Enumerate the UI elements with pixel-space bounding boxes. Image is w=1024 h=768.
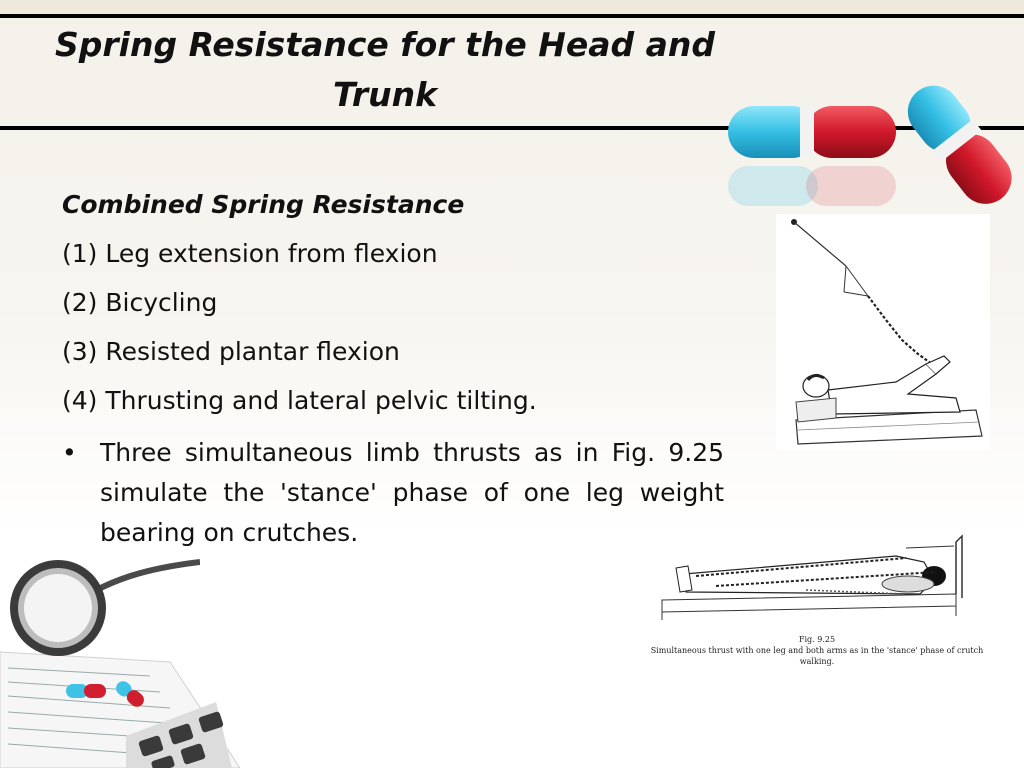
list-item-4: (4) Thrusting and lateral pelvic tilting…	[62, 386, 537, 415]
figure-number: Fig. 9.25	[798, 635, 836, 644]
subheading: Combined Spring Resistance	[62, 190, 465, 219]
list-item-2: (2) Bicycling	[62, 288, 218, 317]
list-item-3: (3) Resisted plantar flexion	[62, 337, 400, 366]
top-band	[0, 0, 1024, 14]
figure-caption: Simultaneous thrust with one leg and bot…	[650, 646, 984, 666]
slide-body: Combined Spring Resistance (1) Leg exten…	[62, 188, 724, 553]
bullet-marker: •	[62, 438, 77, 467]
calculator-icon	[126, 702, 232, 768]
bullet-item: • Three simultaneous limb thrusts as in …	[62, 433, 724, 553]
header-rule-top	[0, 14, 1024, 18]
slide-title: Spring Resistance for the Head and Trunk	[55, 25, 715, 114]
figure-caption-block: Fig. 9.25 Simultaneous thrust with one l…	[640, 634, 994, 667]
capsule-pill-icon	[728, 85, 1012, 206]
stethoscope-icon	[10, 559, 200, 656]
capsule-pill-icon	[66, 681, 144, 707]
header-rule-bottom	[0, 126, 1024, 130]
bullet-text: Three simultaneous limb thrusts as in Fi…	[100, 438, 724, 547]
illustration-leg-spring	[776, 214, 990, 450]
list-item-1: (1) Leg extension from flexion	[62, 239, 438, 268]
illustration-fig-9-25	[656, 528, 978, 620]
